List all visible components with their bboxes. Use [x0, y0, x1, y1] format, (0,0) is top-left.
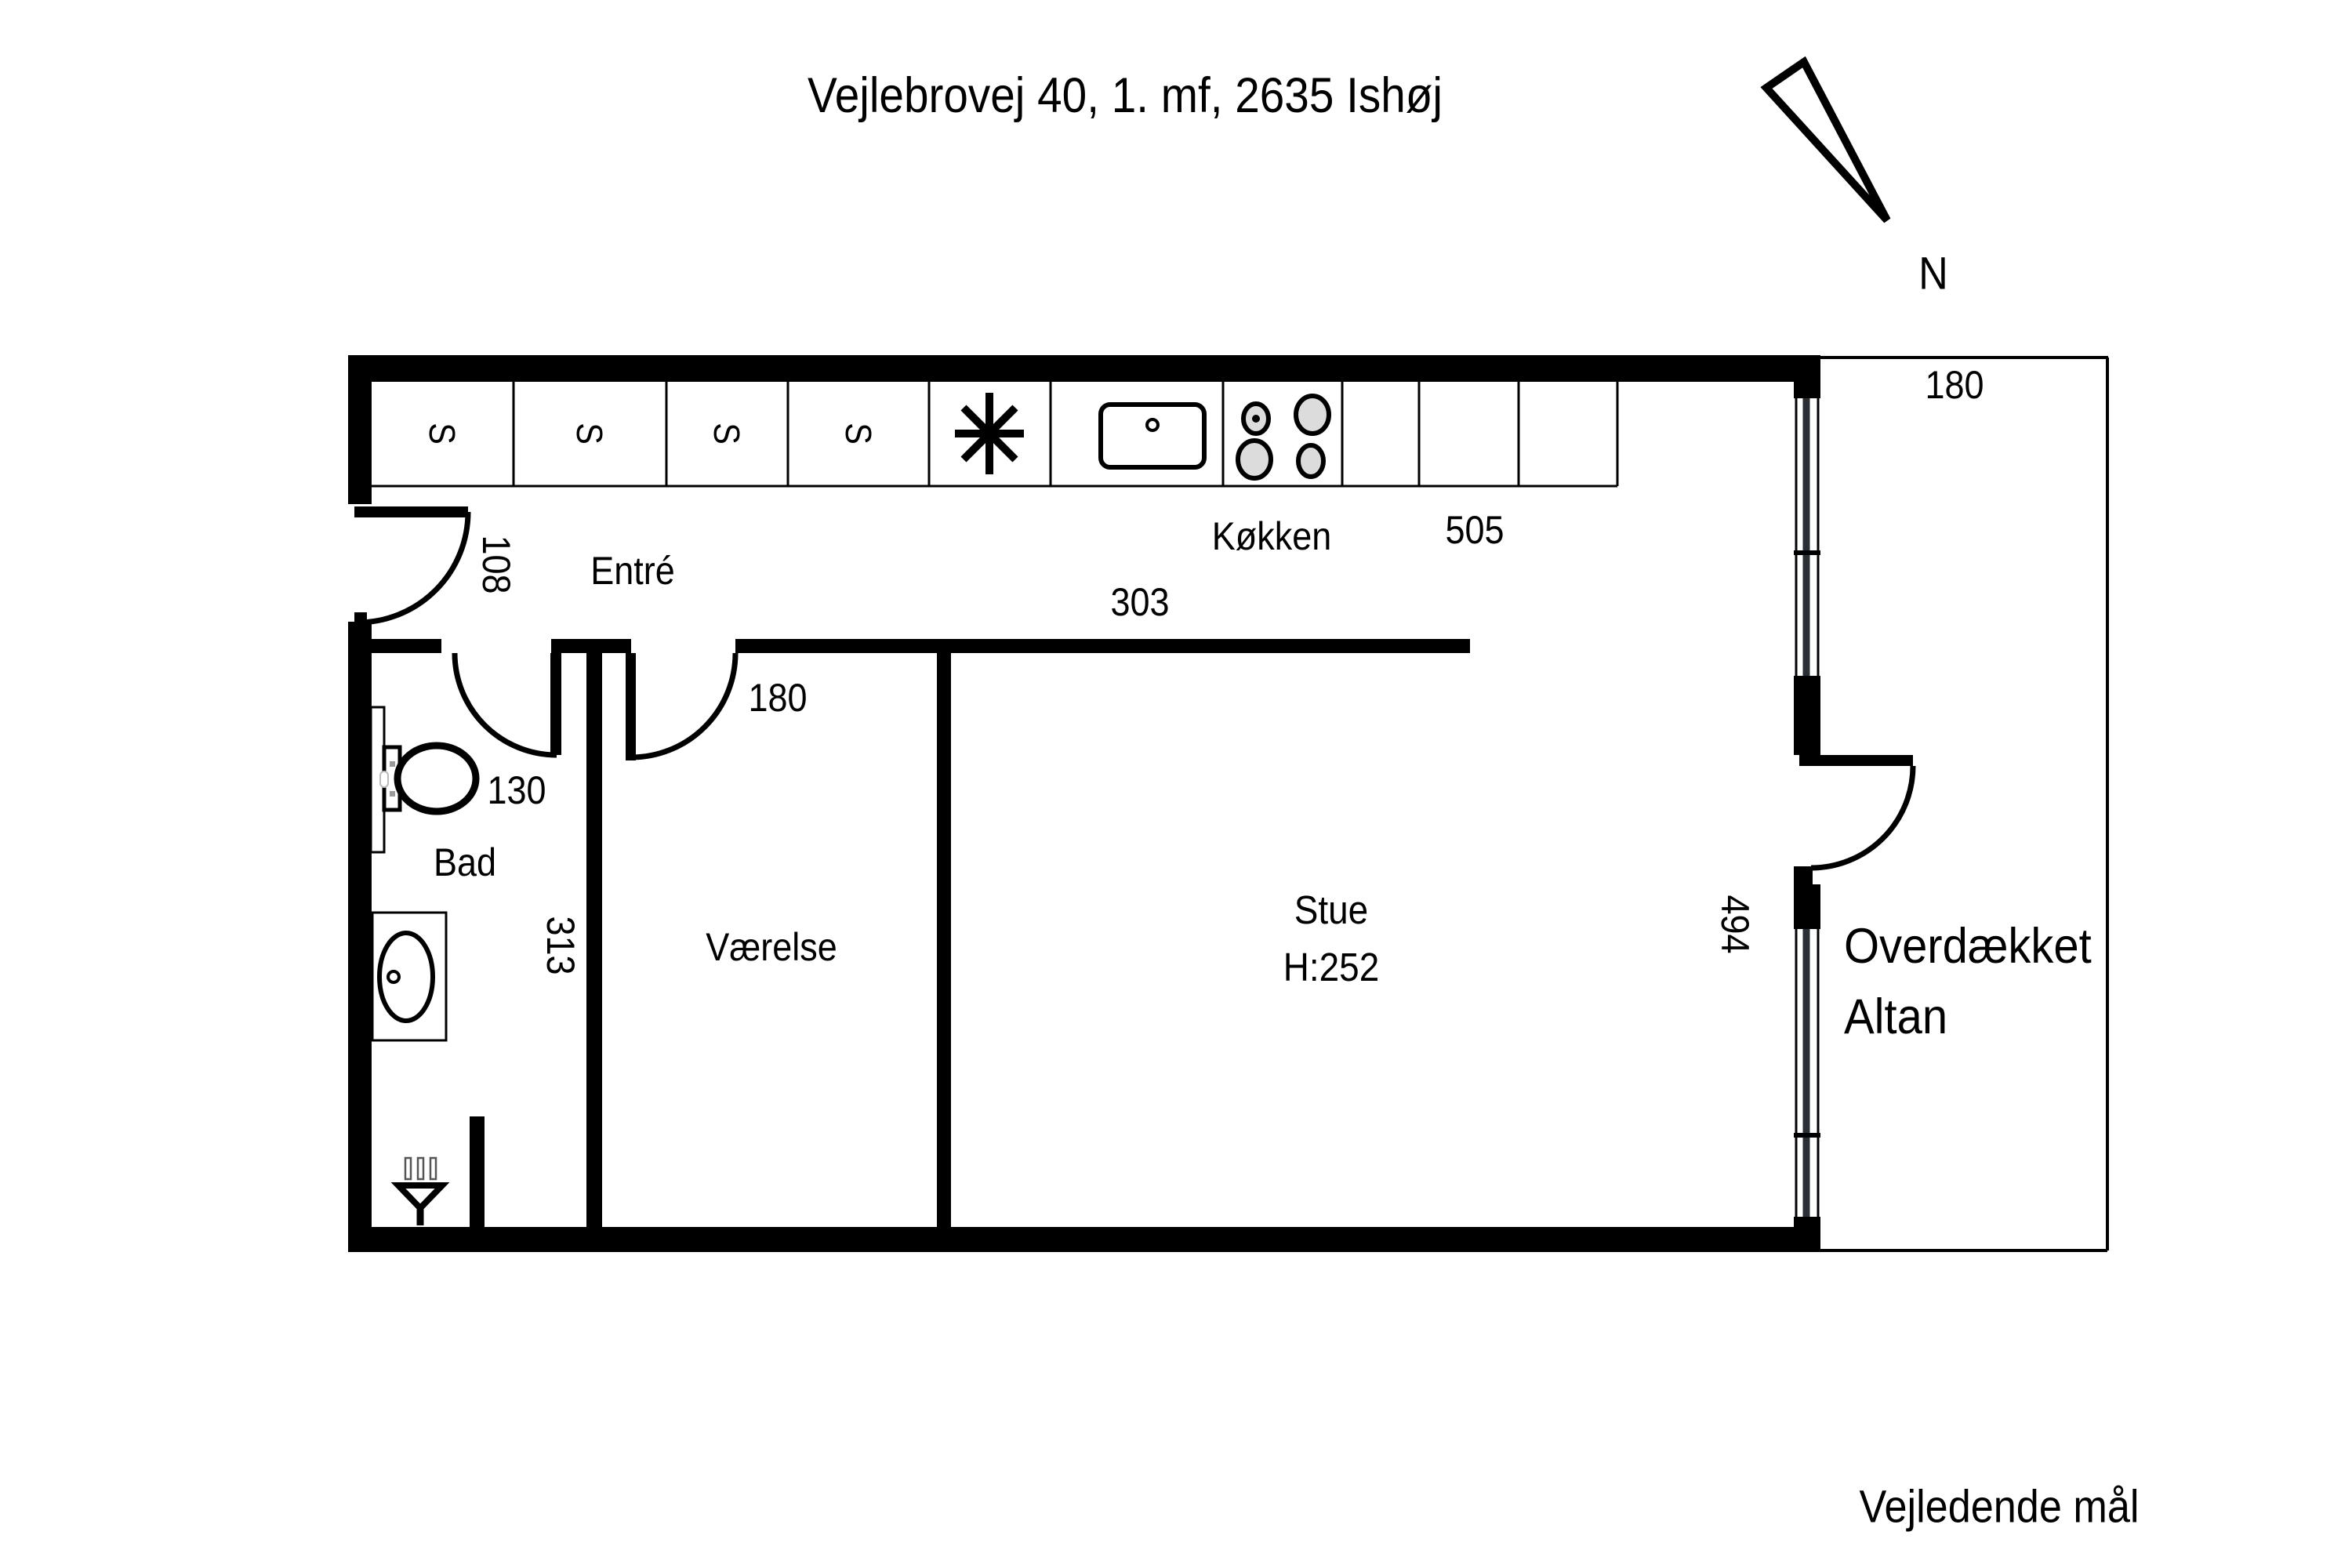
- cabinet-label: S: [706, 423, 747, 445]
- room-label-vaerelse: Værelse: [706, 925, 837, 969]
- cooktop-icon: [1236, 394, 1331, 481]
- balcony-door-arc: [1810, 765, 1916, 871]
- cabinet-label: S: [838, 423, 879, 445]
- dim-stue-width: 303: [1110, 580, 1170, 624]
- north-arrow-icon: [1760, 56, 1891, 223]
- footnote: Vejledende mål: [1859, 1481, 2140, 1533]
- bad-door: [452, 652, 561, 758]
- entrance-door-leaf: [354, 506, 468, 517]
- balcony-outline: [1820, 356, 2109, 1252]
- floor-drain-icon: [390, 1156, 450, 1225]
- wall-top: [348, 355, 1820, 382]
- room-label-altan-block: Overdækket Altan: [1844, 911, 2092, 1052]
- dim-altan-length: 494: [1713, 895, 1757, 954]
- room-label-altan-line1: Overdækket: [1844, 919, 2092, 974]
- room-label-bad: Bad: [433, 840, 497, 884]
- wall-shower-stub: [470, 1116, 485, 1227]
- dim-kokken-width: 505: [1445, 508, 1504, 552]
- dim-altan-width: 180: [1925, 363, 1984, 407]
- wall-hall-cap: [551, 639, 631, 653]
- dim-toilet-width: 130: [487, 768, 546, 812]
- window-upper: [1794, 398, 1820, 676]
- balcony-door-hinge: [1794, 866, 1813, 884]
- entrance-door-hinge: [354, 612, 367, 623]
- balcony-door-leaf: [1799, 755, 1913, 766]
- dim-vaerelse-door: 180: [748, 676, 808, 720]
- cabinet-label: S: [569, 423, 610, 445]
- room-label-kokken: Køkken: [1211, 514, 1332, 558]
- entrance-door-arc: [357, 511, 471, 626]
- wall-hall-right: [735, 639, 1470, 653]
- wall-hall-left: [372, 639, 441, 653]
- vaerelse-door-arc: [630, 652, 739, 760]
- vaerelse-door: [626, 652, 739, 760]
- doors: [354, 506, 1916, 884]
- wall-right-b: [1794, 676, 1820, 755]
- toilet-icon: [369, 706, 480, 854]
- room-label-stue-block: Stue H:252: [1283, 881, 1379, 996]
- wall-bottom: [348, 1227, 1820, 1252]
- kitchen-counter: [372, 382, 1619, 488]
- plan-title: Vejlebrovej 40, 1. mf, 2635 Ishøj: [808, 68, 1443, 123]
- windows: [1794, 398, 1820, 1217]
- wall-vaerelse-stue: [937, 653, 951, 1227]
- wall-left-upper: [348, 382, 372, 504]
- room-label-entre: Entré: [590, 549, 675, 593]
- kitchen-sink-icon: [1098, 402, 1207, 470]
- wall-bad-vaerelse: [586, 653, 602, 1227]
- room-label-stue: Stue: [1294, 887, 1369, 932]
- stue-ceiling-height: H:252: [1283, 945, 1380, 989]
- wall-left-lower: [348, 622, 372, 1227]
- north-label: N: [1918, 248, 1948, 299]
- bad-door-leaf: [550, 653, 561, 755]
- bathroom-sink-icon: [371, 911, 448, 1042]
- vaerelse-door-leaf: [626, 653, 636, 760]
- bad-door-arc: [452, 652, 557, 758]
- wall-right-a: [1794, 382, 1820, 398]
- dim-bad-length: 313: [539, 916, 583, 975]
- window-lower: [1794, 929, 1820, 1217]
- entrance-door: [354, 506, 471, 626]
- exterior-walls: [348, 355, 1820, 1252]
- balcony-door: [1794, 755, 1916, 884]
- cabinet-label: S: [422, 423, 463, 445]
- wall-right-c: [1794, 884, 1820, 929]
- wall-right-d: [1794, 1217, 1820, 1227]
- interior-walls: [372, 639, 1470, 1227]
- dim-entrance-door: 108: [474, 535, 518, 594]
- room-label-altan-line2: Altan: [1844, 989, 1948, 1044]
- stove-icon: [955, 393, 1024, 474]
